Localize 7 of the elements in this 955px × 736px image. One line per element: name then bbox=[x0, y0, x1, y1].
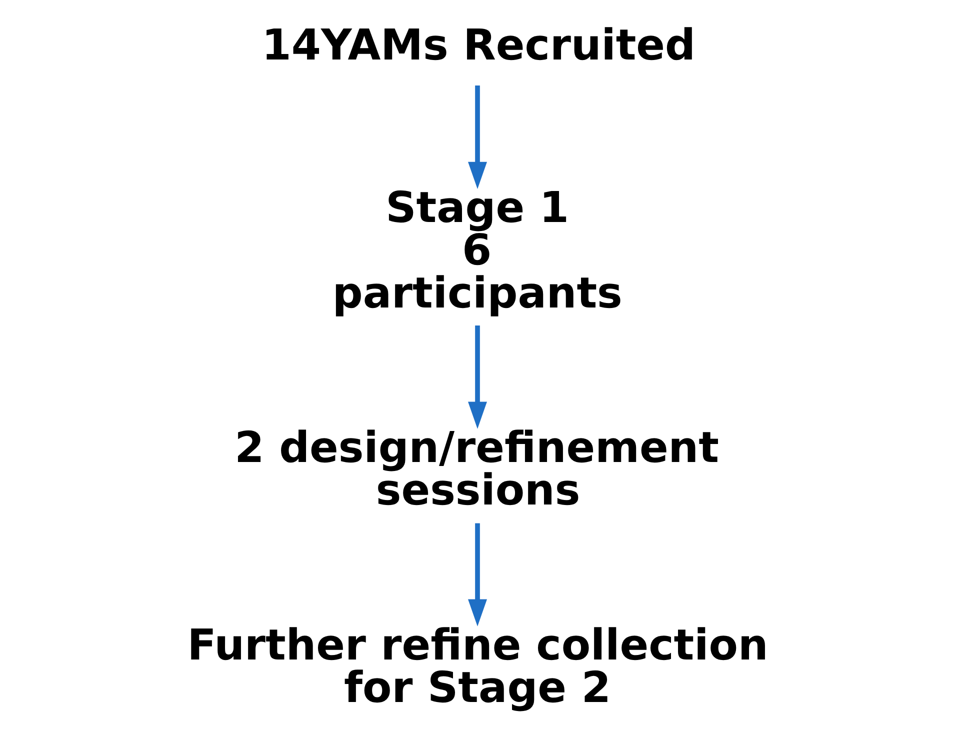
node-text: 14YAMs Recruited bbox=[262, 20, 696, 71]
node-text: Further refine collection for Stage 2 bbox=[187, 620, 768, 713]
node-text: Stage 1 6 participants bbox=[332, 183, 622, 318]
arrow bbox=[468, 86, 487, 190]
node-text: 2 design/refinement sessions bbox=[234, 423, 719, 516]
arrow bbox=[468, 326, 487, 429]
arrow bbox=[468, 523, 487, 626]
